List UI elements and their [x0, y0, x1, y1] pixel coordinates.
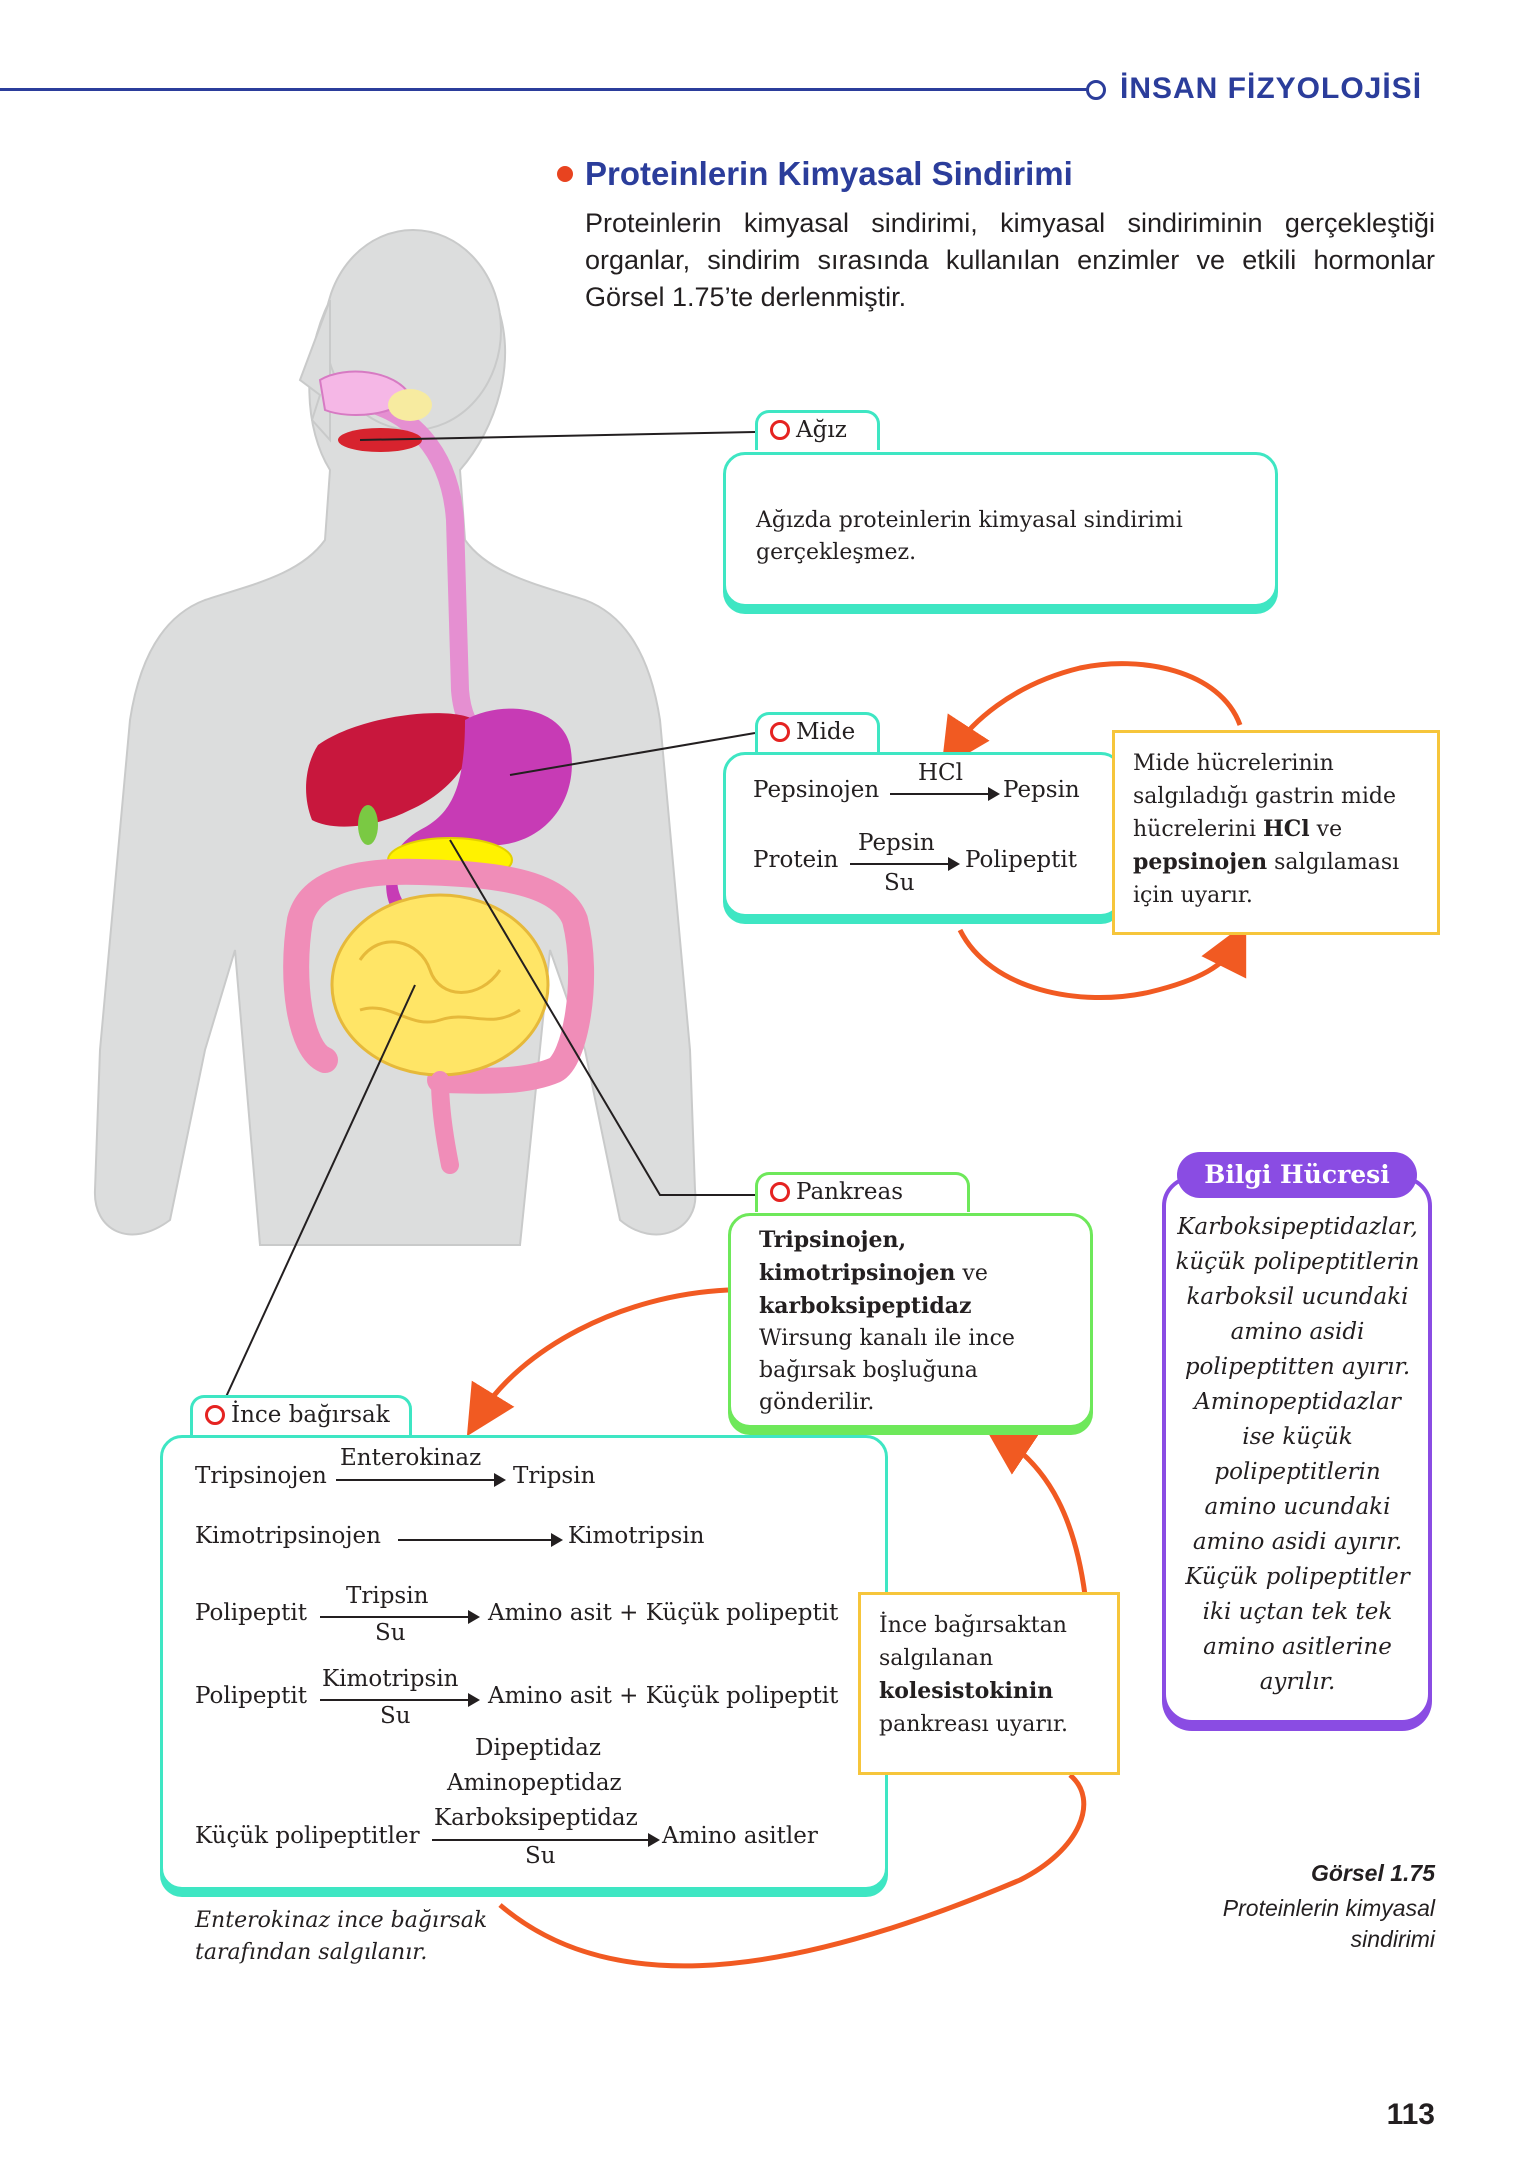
intestine-box	[160, 1435, 888, 1890]
pancreas-to-intestine-arrow	[466, 1287, 729, 1437]
int-r5-left: Küçük polipeptitler	[195, 1823, 420, 1849]
stomach-r2-right: Polipeptit	[965, 847, 1078, 873]
reaction-arrow	[850, 863, 950, 865]
gastrin-arrow-bottom	[957, 922, 1247, 1000]
liver	[306, 713, 476, 827]
tab-stomach: Mide	[755, 712, 880, 752]
arrow-head-icon	[988, 787, 1000, 801]
cck-arrow	[498, 1773, 1087, 1969]
salivary-gland	[388, 389, 432, 421]
stomach-label: Mide	[796, 719, 856, 745]
section-title: Proteinlerin Kimyasal Sindirimi	[585, 155, 1073, 192]
arrow-head-icon	[648, 1833, 660, 1847]
int-r2-right: Kimotripsin	[568, 1523, 705, 1549]
arrow-head-icon	[551, 1533, 563, 1547]
header-rule-dot	[1086, 80, 1106, 100]
gastrin-note: Mide hücrelerinin salgıladığı gastrin mi…	[1112, 730, 1440, 935]
stomach	[386, 708, 572, 915]
mouth-text: Ağızda proteinlerin kimyasal sindirimi g…	[756, 508, 1183, 565]
figure-caption: Proteinlerin kimyasal sindirimi	[1222, 1895, 1435, 1952]
tab-marker-icon	[770, 420, 790, 440]
chapter-title: İNSAN FİZYOLOJİSİ	[1120, 72, 1423, 105]
intro-paragraph: Proteinlerin kimyasal sindirimi, kimyasa…	[585, 208, 1435, 312]
stomach-r2-bottom: Su	[884, 870, 915, 896]
int-r3-bottom: Su	[375, 1620, 406, 1646]
int-r1-top: Enterokinaz	[340, 1445, 482, 1471]
stomach-r2-left: Protein	[753, 847, 839, 873]
tab-marker-icon	[205, 1405, 225, 1425]
int-r3-right: Amino asit + Küçük polipeptit	[488, 1600, 839, 1626]
reaction-arrow	[320, 1616, 470, 1618]
cholecystokinin-term: kolesistokinin	[879, 1678, 1054, 1704]
section-bullet	[557, 166, 573, 182]
cck-arrow-up	[984, 1426, 1088, 1596]
pancreas-text: Tripsinojen, kimotripsinojen ve karboksi…	[759, 1224, 1062, 1419]
chymotrypsinogen-term: kimotripsinojen	[759, 1260, 956, 1286]
cck-note-text: İnce bağırsaktan salgılanan	[879, 1613, 1067, 1671]
tab-pancreas: Pankreas	[755, 1172, 970, 1212]
stomach-r1-right: Pepsin	[1003, 777, 1080, 803]
int-r5-bottom: Su	[525, 1843, 556, 1869]
figure-number: Görsel 1.75	[1310, 1860, 1435, 1886]
tab-mouth: Ağız	[755, 410, 880, 450]
gastrin-note-text: salgılaması için uyarır.	[1133, 850, 1400, 908]
int-r2-left: Kimotripsinojen	[195, 1523, 381, 1549]
tab-marker-icon	[770, 1182, 790, 1202]
reaction-arrow	[890, 793, 990, 795]
tab-small-intestine: İnce bağırsak	[190, 1395, 412, 1435]
int-r5-top1: Dipeptidaz	[475, 1735, 602, 1761]
int-r3-top: Tripsin	[346, 1583, 429, 1609]
header-rule	[0, 88, 1088, 91]
gastrin-note-text: Mide hücrelerinin salgıladığı gastrin mi…	[1133, 751, 1396, 842]
rectum	[431, 1071, 459, 1174]
trypsinogen-term: Tripsinojen,	[759, 1227, 907, 1253]
info-title: Bilgi Hücresi	[1177, 1152, 1417, 1198]
reaction-arrow	[398, 1539, 553, 1541]
int-r1-right: Tripsin	[513, 1463, 596, 1489]
reaction-arrow	[320, 1699, 470, 1701]
pancreas-duct-text: Wirsung kanalı ile ince bağırsak boşluğu…	[759, 1326, 1015, 1415]
cck-note-text: pankreası uyarır.	[879, 1712, 1069, 1737]
stomach-r1-left: Pepsinojen	[753, 777, 880, 803]
gastrin-note-text: ve	[1309, 817, 1343, 842]
enterokinase-footnote: Enterokinaz ince bağırsak tarafından sal…	[195, 1908, 488, 1965]
int-r5-top3: Karboksipeptidaz	[434, 1805, 638, 1831]
page-number: 113	[1386, 2098, 1435, 2131]
reaction-arrow	[432, 1839, 650, 1841]
tab-marker-icon	[770, 722, 790, 742]
arrow-head-icon	[948, 857, 960, 871]
stomach-r2-top: Pepsin	[858, 830, 935, 856]
gastrin-arrow-top	[941, 661, 1243, 769]
hcl-term: HCl	[1263, 816, 1310, 842]
int-r4-top: Kimotripsin	[322, 1666, 459, 1692]
pancreas-box: Tripsinojen, kimotripsinojen ve karboksi…	[728, 1213, 1093, 1428]
int-r5-top2: Aminopeptidaz	[447, 1770, 622, 1796]
cck-note: İnce bağırsaktan salgılanan kolesistokin…	[858, 1592, 1120, 1775]
pepsinogen-term: pepsinojen	[1133, 849, 1268, 875]
large-intestine	[283, 858, 595, 1094]
arrow-head-icon	[468, 1610, 480, 1624]
int-r5-right: Amino asitler	[662, 1823, 818, 1849]
reaction-arrow	[336, 1479, 496, 1481]
info-text: Karboksipeptidazlar, küçük polipeptitler…	[1175, 1214, 1420, 1695]
gallbladder	[358, 805, 378, 845]
info-box	[1162, 1176, 1432, 1724]
mouth-box: Ağızda proteinlerin kimyasal sindirimi g…	[723, 452, 1278, 607]
intestine-label: İnce bağırsak	[231, 1402, 390, 1428]
pancreas-and: ve	[955, 1261, 988, 1286]
int-r4-bottom: Su	[380, 1703, 411, 1729]
int-r4-left: Polipeptit	[195, 1683, 308, 1709]
carboxypeptidase-term: karboksipeptidaz	[759, 1293, 972, 1319]
arrow-head-icon	[494, 1473, 506, 1487]
stomach-r1-top: HCl	[918, 760, 964, 786]
int-r4-right: Amino asit + Küçük polipeptit	[488, 1683, 839, 1709]
int-r3-left: Polipeptit	[195, 1600, 308, 1626]
arrow-head-icon	[468, 1693, 480, 1707]
mouth-label: Ağız	[796, 417, 847, 443]
pancreas-label: Pankreas	[796, 1179, 904, 1205]
stomach-box	[723, 752, 1123, 917]
int-r1-left: Tripsinojen	[195, 1463, 327, 1489]
